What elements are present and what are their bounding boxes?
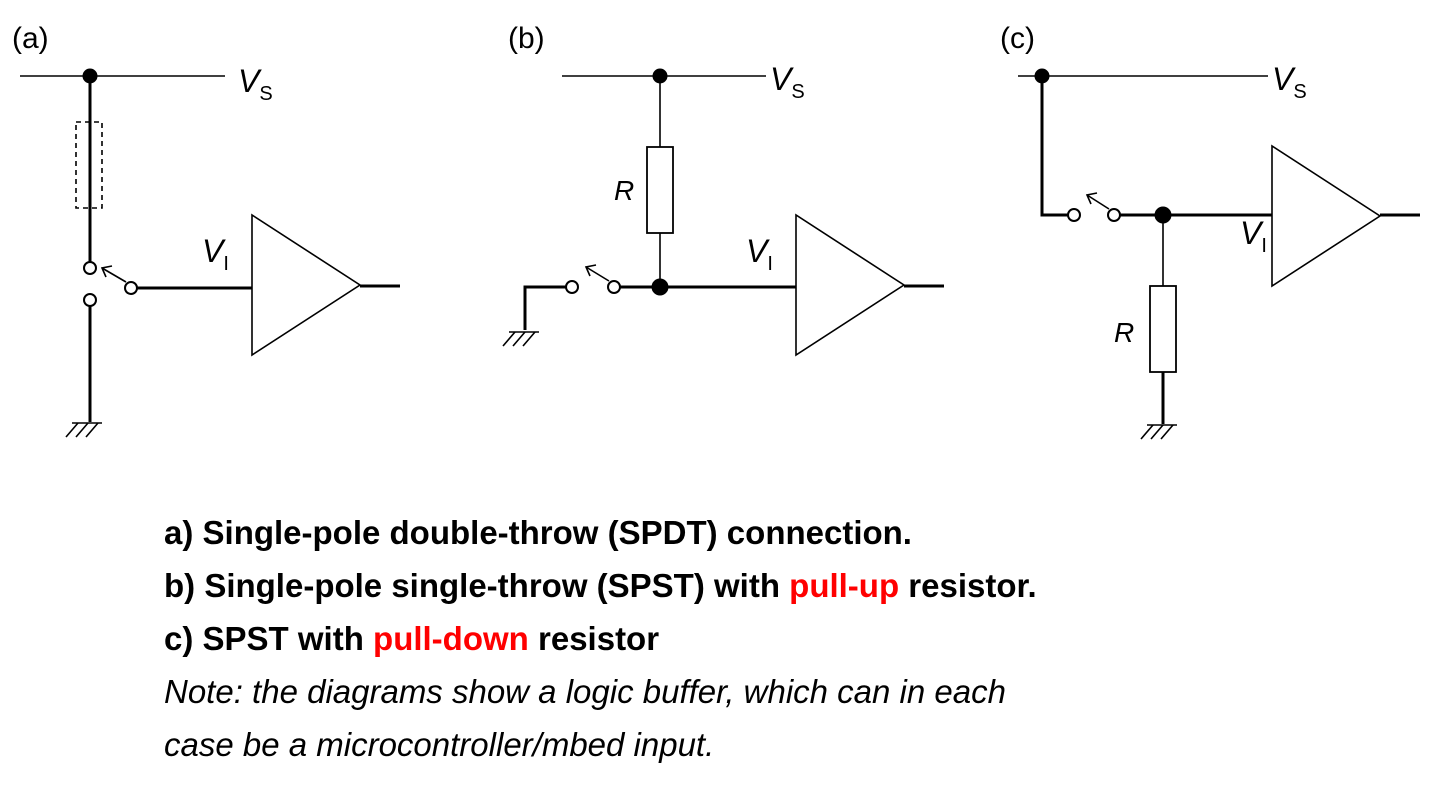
panel-a: (a) VS VI: [12, 22, 400, 438]
panel-a-switch-arrow: [100, 265, 113, 278]
panel-a-input-label: VI: [202, 233, 229, 275]
panel-a-ground-icon: [65, 422, 102, 438]
circuit-diagram: (a) VS VI (b) VS R: [12, 22, 1420, 440]
panel-a-upper-contact: [83, 261, 97, 275]
caption-a: a) Single-pole double-throw (SPDT) conne…: [164, 514, 912, 551]
panel-b-pullup-resistor: [646, 146, 674, 234]
panel-c: (c) VS R VI: [1000, 22, 1420, 440]
panel-a-switch-arm: [101, 267, 127, 283]
panel-b-supply-label: VS: [770, 61, 805, 103]
panel-a-label: (a): [12, 22, 49, 55]
note-line-1: Note: the diagrams show a logic buffer, …: [164, 673, 1006, 710]
panel-a-supply-label: VS: [238, 63, 273, 105]
panel-c-switch-arrow: [1085, 192, 1098, 205]
panel-c-pulldown-resistor: [1149, 285, 1177, 373]
panel-a-optional-resistor: [75, 121, 103, 209]
panel-b-switch-arm: [585, 266, 610, 282]
panel-b-input-label: VI: [746, 233, 773, 275]
panel-c-input-label: VI: [1240, 215, 1267, 257]
panel-c-supply-wire: [1040, 76, 1068, 217]
panel-c-supply-label: VS: [1272, 61, 1307, 103]
pull-down-highlight: pull-down: [373, 620, 529, 657]
panel-b-ground-wire: [523, 285, 566, 330]
panel-c-switch-arm: [1086, 194, 1110, 210]
panel-c-ground-icon: [1140, 424, 1177, 440]
panel-b-logic-buffer: [795, 213, 906, 357]
panel-c-resistor-label: R: [1114, 317, 1134, 348]
note-line-2: case be a microcontroller/mbed input.: [164, 726, 715, 763]
panel-c-switch-right-contact: [1107, 208, 1121, 222]
panel-c-switch-left-contact: [1067, 208, 1081, 222]
panel-b-ground-icon: [502, 331, 539, 347]
panel-b-label: (b): [508, 22, 545, 55]
caption-block: a) Single-pole double-throw (SPDT) conne…: [164, 506, 1364, 771]
panel-a-lower-contact: [83, 293, 97, 307]
panel-b-switch-left-contact: [565, 280, 579, 294]
panel-a-common-contact: [124, 281, 138, 295]
panel-c-logic-buffer: [1271, 144, 1382, 288]
panel-b: (b) VS R VI: [502, 22, 944, 357]
panel-b-switch-right-contact: [607, 280, 621, 294]
caption-b: b) Single-pole single-throw (SPST) with …: [164, 567, 1037, 604]
panel-b-resistor-label: R: [614, 175, 634, 206]
panel-c-label: (c): [1000, 22, 1035, 55]
panel-b-switch-arrow: [584, 264, 597, 277]
caption-c: c) SPST with pull-down resistor: [164, 620, 660, 657]
panel-a-logic-buffer: [251, 213, 362, 357]
pull-up-highlight: pull-up: [789, 567, 900, 604]
